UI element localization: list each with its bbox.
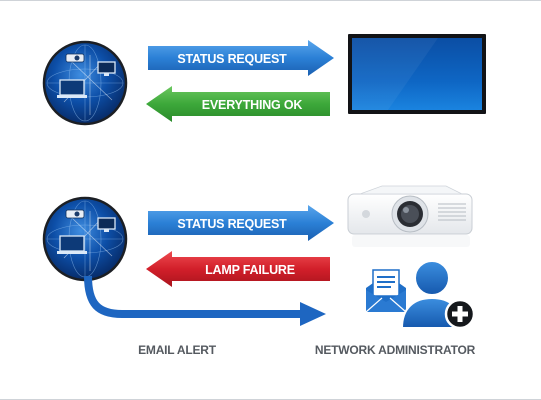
status-request-arrow-top: STATUS REQUEST bbox=[148, 40, 334, 76]
plus-icon bbox=[444, 298, 476, 330]
email-alert-caption: EMAIL ALERT bbox=[138, 343, 216, 357]
projector-icon bbox=[346, 184, 476, 254]
status-request-arrow-bottom: STATUS REQUEST bbox=[148, 205, 334, 241]
everything-ok-arrow: EVERYTHING OK bbox=[146, 86, 330, 122]
network-globe-icon bbox=[42, 40, 128, 126]
lamp-failure-arrow: LAMP FAILURE bbox=[146, 251, 330, 287]
top-divider bbox=[0, 0, 541, 1]
status-request-label-bottom: STATUS REQUEST bbox=[177, 217, 287, 231]
email-icon bbox=[364, 266, 408, 314]
network-administrator-caption: NETWORK ADMINISTRATOR bbox=[314, 343, 476, 357]
display-icon bbox=[348, 34, 488, 116]
everything-ok-label: EVERYTHING OK bbox=[202, 98, 303, 112]
status-request-label-top: STATUS REQUEST bbox=[177, 52, 287, 66]
email-alert-arrow bbox=[80, 276, 330, 330]
lamp-failure-label: LAMP FAILURE bbox=[205, 263, 295, 277]
network-globe-icon bbox=[42, 196, 128, 282]
